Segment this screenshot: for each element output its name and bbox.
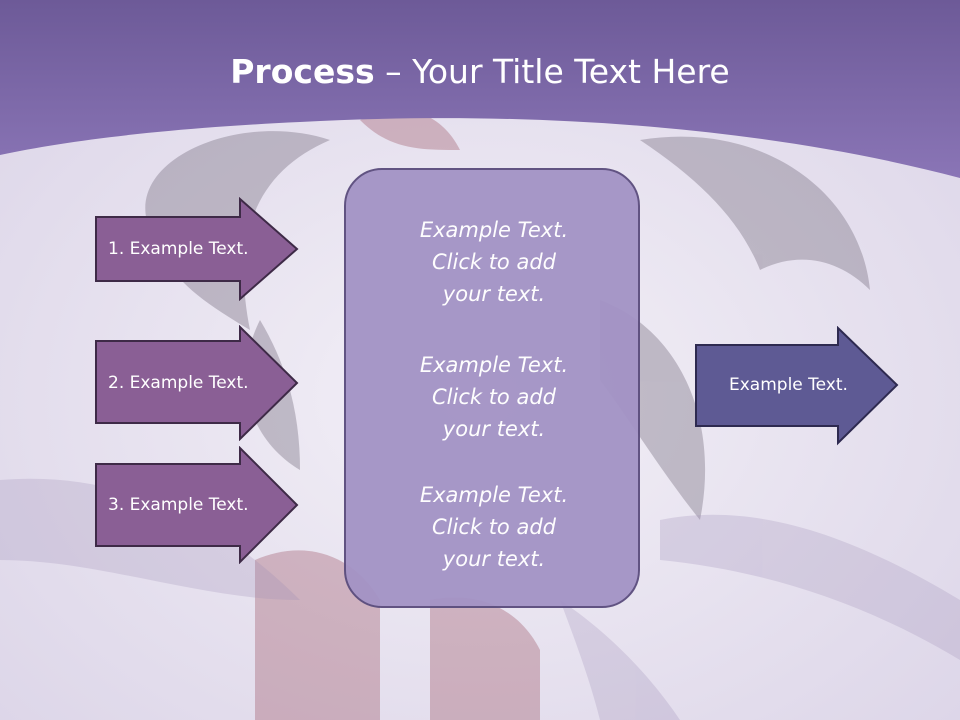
center-paragraph-2: Example Text. Click to add your text. (346, 349, 642, 445)
center-paragraph-3-line1: Example Text. (419, 483, 569, 507)
center-paragraph-3: Example Text. Click to add your text. (346, 479, 642, 575)
left-arrow-3-label: 3. Example Text. (108, 495, 249, 515)
slide-title: Process – Your Title Text Here (0, 52, 960, 91)
center-paragraph-3-line2: Click to add (431, 515, 556, 539)
left-arrow-2-label: 2. Example Text. (108, 373, 249, 393)
center-paragraph-3-line3: your text. (442, 547, 546, 571)
left-arrow-1[interactable] (94, 197, 300, 301)
left-arrow-3[interactable] (94, 446, 300, 564)
center-paragraph-2-line1: Example Text. (419, 353, 569, 377)
center-paragraph-1-line1: Example Text. (419, 218, 569, 242)
center-paragraph-2-line2: Click to add (431, 385, 556, 409)
center-paragraph-1: Example Text. Click to add your text. (346, 214, 642, 310)
left-arrow-1-label: 1. Example Text. (108, 239, 249, 259)
center-paragraph-2-line3: your text. (442, 417, 546, 441)
center-paragraph-1-line2: Click to add (431, 250, 556, 274)
center-text-box[interactable]: Example Text. Click to add your text. Ex… (344, 168, 640, 608)
left-arrow-2[interactable] (94, 325, 300, 441)
right-arrow-label: Example Text. (729, 375, 848, 395)
title-rest: – Your Title Text Here (374, 52, 730, 91)
title-bold: Process (230, 52, 375, 91)
right-arrow[interactable] (694, 326, 900, 446)
center-paragraph-1-line3: your text. (442, 282, 546, 306)
